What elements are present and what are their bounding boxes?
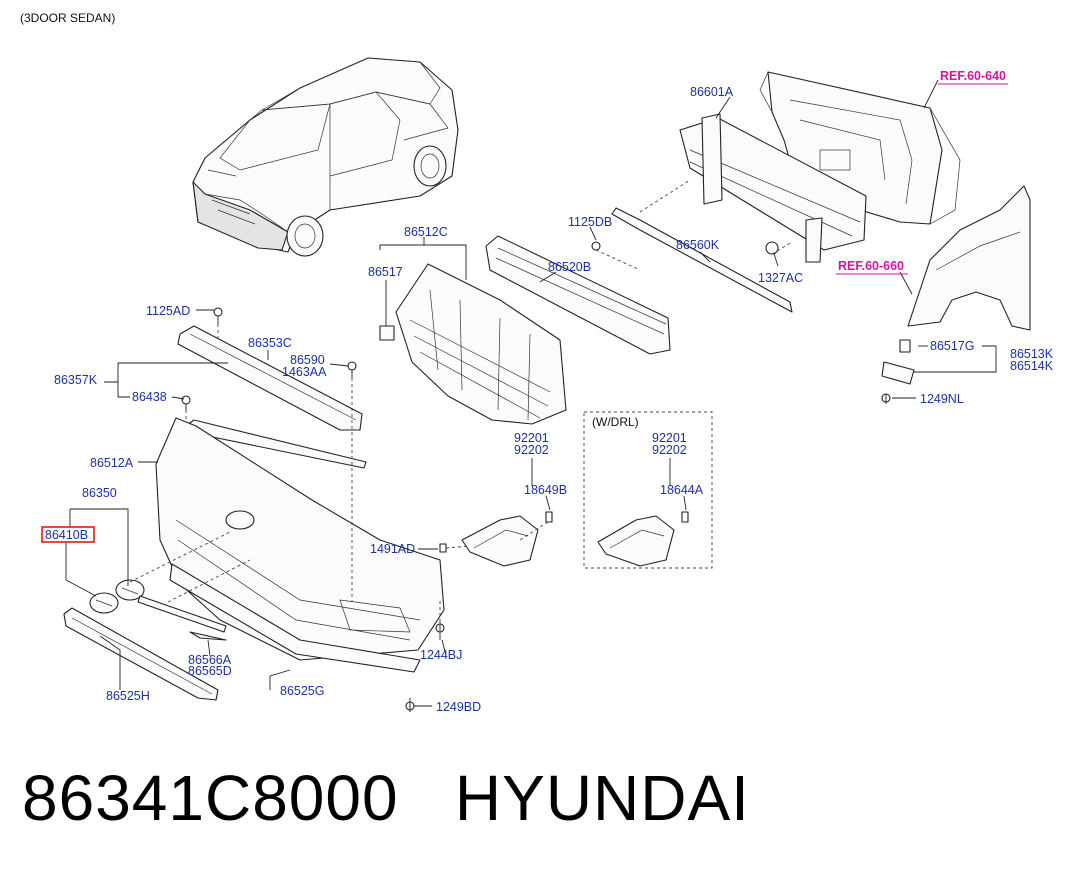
bumper-beam [679, 113, 867, 263]
reference-labels: REF.60-640 REF.60-660 [836, 69, 1008, 275]
label-1125DB[interactable]: 1125DB [568, 215, 612, 229]
part-labels: 86601A 1125DB 86560K 1327AC 86512C 86517… [41, 85, 1054, 714]
radiator-grille [379, 263, 567, 425]
label-86590[interactable]: 86590 [290, 353, 325, 367]
label-86514K[interactable]: 86514K [1010, 359, 1054, 373]
label-1244BJ[interactable]: 1244BJ [420, 648, 462, 662]
brand-name: HYUNDAI [454, 762, 750, 834]
highlight-box [41, 526, 95, 543]
lower-spoiler [169, 563, 421, 673]
lower-garnish [63, 607, 219, 701]
leader-lines [65, 79, 997, 707]
label-86410B[interactable]: 86410B [45, 528, 88, 542]
label-86513K[interactable]: 86513K [1010, 347, 1054, 361]
label-86560K[interactable]: 86560K [676, 238, 720, 252]
fender-illustration [907, 185, 1031, 331]
part-number-footer: 86341C8000 HYUNDAI [22, 766, 750, 830]
label-86525G[interactable]: 86525G [280, 684, 324, 698]
upper-grille-strip [177, 325, 363, 431]
label-86438[interactable]: 86438 [132, 390, 167, 404]
label-86520B[interactable]: 86520B [548, 260, 591, 274]
absorber-strip [611, 207, 793, 313]
energy-absorber [485, 235, 671, 355]
drl-box: (W/DRL) [583, 411, 713, 569]
label-92202-a[interactable]: 92202 [514, 443, 549, 457]
side-bracket [881, 339, 915, 385]
label-86353C[interactable]: 86353C [248, 336, 292, 350]
emblem [89, 579, 227, 633]
drl-caption: (W/DRL) [592, 415, 639, 429]
label-18644A[interactable]: 18644A [660, 483, 704, 497]
label-92202-b[interactable]: 92202 [652, 443, 687, 457]
label-1463AA[interactable]: 1463AA [282, 365, 327, 379]
label-86512C[interactable]: 86512C [404, 225, 448, 239]
label-86517G[interactable]: 86517G [930, 339, 974, 353]
car-illustration [192, 57, 459, 257]
label-1491AD[interactable]: 1491AD [370, 542, 415, 556]
label-86601A[interactable]: 86601A [690, 85, 734, 99]
label-1249NL[interactable]: 1249NL [920, 392, 964, 406]
label-1125AD[interactable]: 1125AD [146, 304, 190, 318]
label-86525H[interactable]: 86525H [106, 689, 150, 703]
ref-label-660[interactable]: REF.60-660 [838, 259, 904, 273]
label-86512A[interactable]: 86512A [90, 456, 134, 470]
label-1249BD[interactable]: 1249BD [436, 700, 481, 714]
label-86565D[interactable]: 86565D [188, 664, 232, 678]
label-1327AC[interactable]: 1327AC [758, 271, 803, 285]
label-18649B[interactable]: 18649B [524, 483, 567, 497]
fasteners [181, 241, 891, 712]
label-92201-a[interactable]: 92201 [514, 431, 549, 445]
label-86350[interactable]: 86350 [82, 486, 117, 500]
label-86357K[interactable]: 86357K [54, 373, 98, 387]
variant-caption: (3DOOR SEDAN) [20, 11, 115, 25]
fog-lamp [439, 511, 553, 567]
part-number: 86341C8000 [22, 762, 399, 834]
label-86517[interactable]: 86517 [368, 265, 403, 279]
label-92201-b[interactable]: 92201 [652, 431, 687, 445]
ref-label-640[interactable]: REF.60-640 [940, 69, 1006, 83]
label-86566A[interactable]: 86566A [188, 653, 232, 667]
guide-lines [129, 179, 793, 640]
